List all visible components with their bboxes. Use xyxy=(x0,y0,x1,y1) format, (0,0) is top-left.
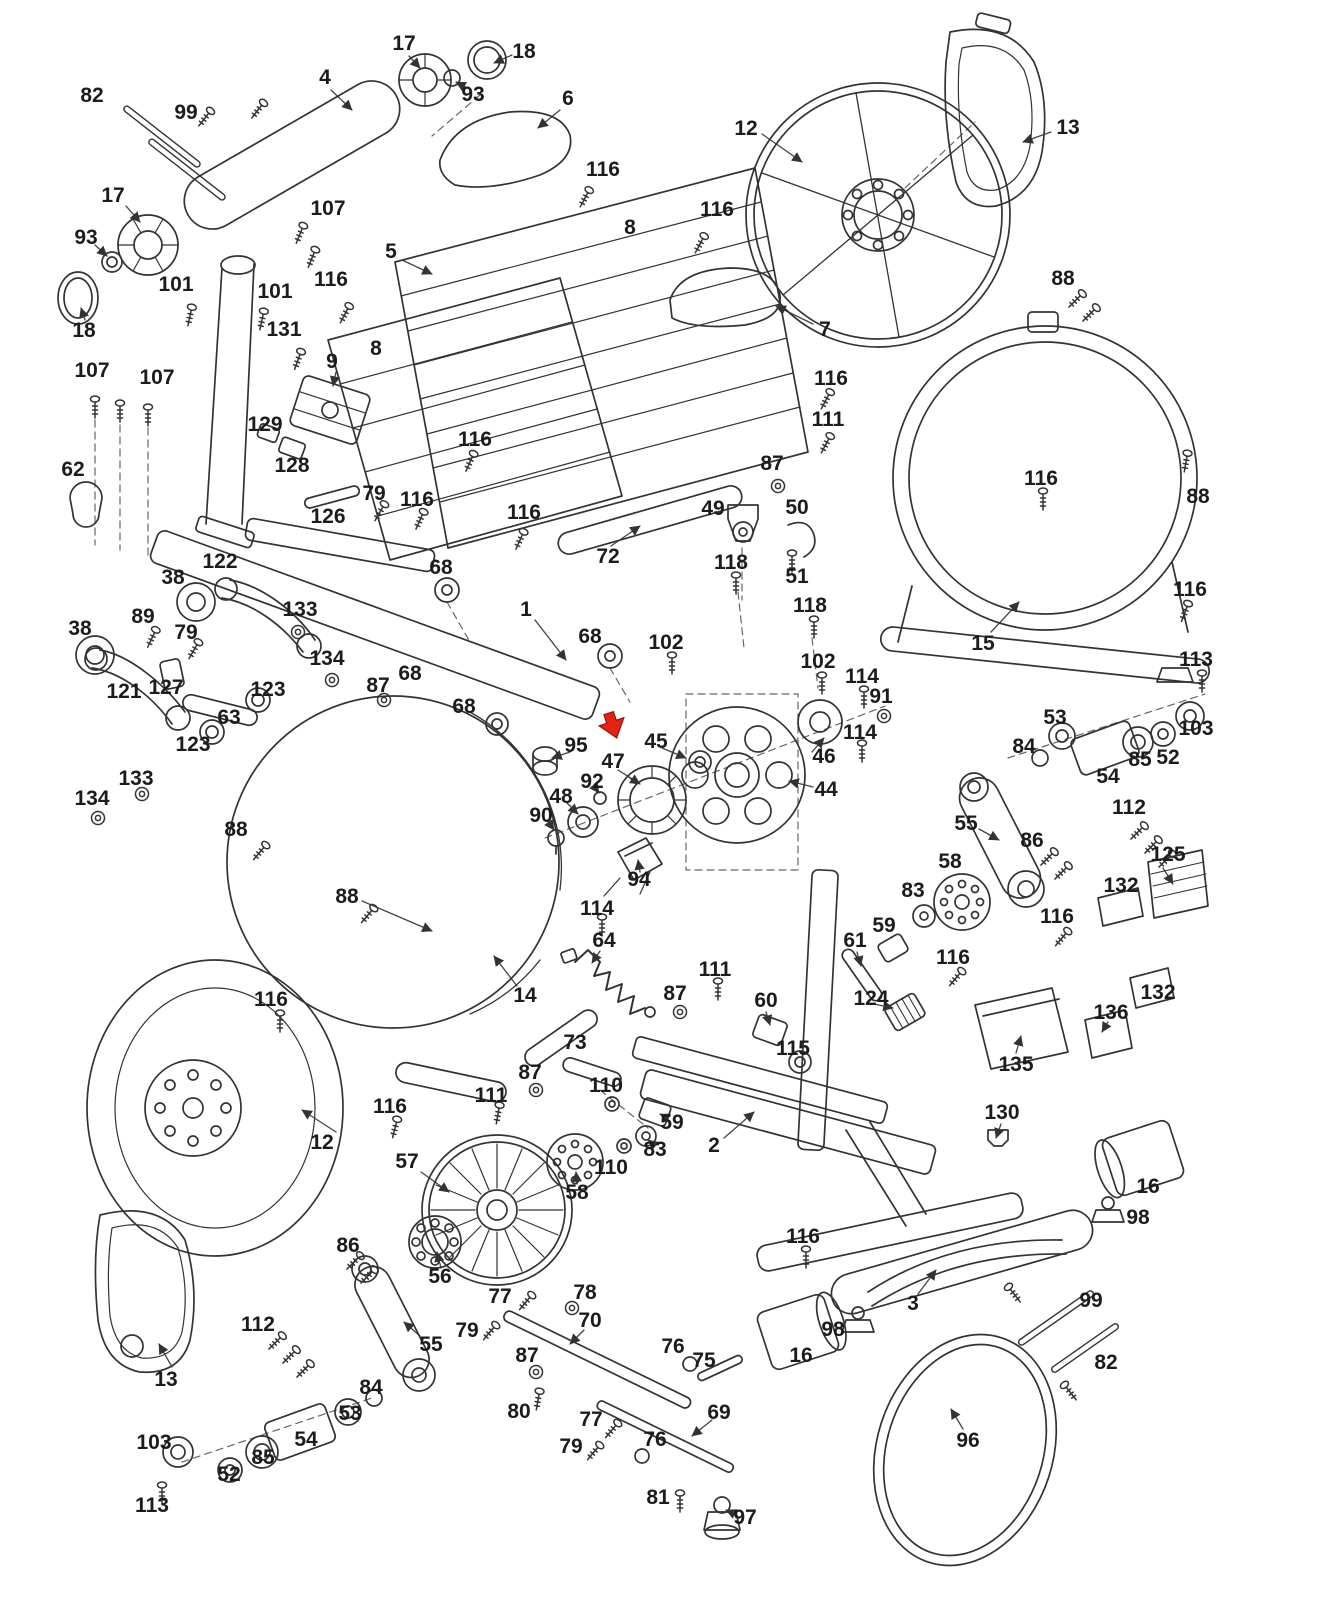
wire-harness xyxy=(560,948,656,1018)
front-frame xyxy=(546,868,1024,1272)
shell-left xyxy=(226,695,598,1103)
art-root xyxy=(57,12,1211,1567)
crank-disc-assembly xyxy=(532,699,843,897)
bearings-and-idler xyxy=(434,504,816,736)
pedal-bars xyxy=(503,1310,743,1540)
frame-mast xyxy=(69,255,601,720)
left-linkage xyxy=(75,577,322,745)
highlight-arrow xyxy=(593,707,633,752)
incline-rails xyxy=(327,167,809,561)
rear-stabilizer xyxy=(756,1119,1185,1567)
resistance-bracket xyxy=(256,375,371,509)
handlebar-tube xyxy=(57,40,507,325)
pedal-covers xyxy=(974,849,1209,1147)
hood-and-shroud xyxy=(438,110,781,328)
shield-top-right xyxy=(944,12,1046,208)
right-crank-arm xyxy=(841,701,1205,1032)
flywheel-top xyxy=(745,82,1011,348)
long-bolts xyxy=(123,105,1120,1373)
ring-frame xyxy=(879,311,1211,684)
disc-lower-left xyxy=(86,959,344,1374)
spoked-pulley xyxy=(408,1134,573,1286)
fasteners xyxy=(89,96,1208,1513)
red-arrow-icon xyxy=(597,710,625,739)
left-crank-arm xyxy=(162,1255,436,1483)
